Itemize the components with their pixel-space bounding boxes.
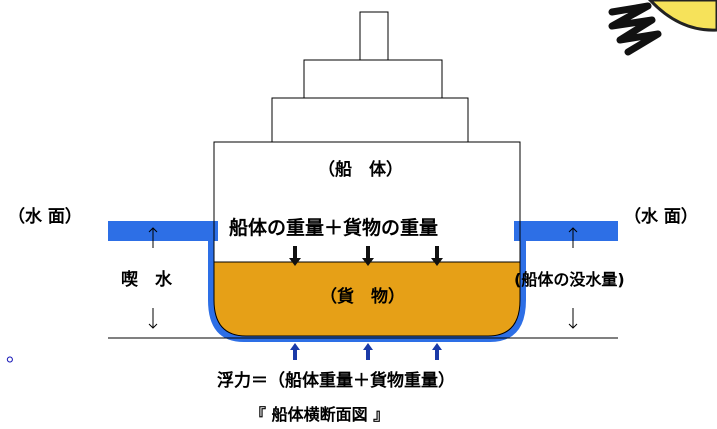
bullet-mark: 。 bbox=[6, 342, 26, 366]
water-surface-label-right: （水 面） bbox=[624, 207, 698, 227]
diagram-title: 『 船体横断面図 』 bbox=[250, 405, 390, 424]
weight-label: 船体の重量＋貨物の重量 bbox=[229, 217, 439, 239]
superstructure-upper-block bbox=[303, 59, 443, 99]
draft-arrow-right bbox=[568, 227, 578, 329]
draft-arrow-left bbox=[148, 227, 158, 329]
weight-arrows bbox=[289, 246, 443, 266]
hull-label: （船 体） bbox=[318, 160, 403, 180]
cargo-fill bbox=[214, 262, 520, 336]
draft-label: 喫 水 bbox=[121, 270, 172, 290]
cargo-label: （貨 物） bbox=[320, 287, 405, 307]
water-right bbox=[514, 221, 618, 241]
superstructure-top bbox=[359, 11, 389, 61]
corner-logo-icon bbox=[608, 0, 717, 56]
water-left bbox=[108, 221, 218, 241]
superstructure-middle-block bbox=[271, 97, 469, 143]
water-surface-label-left: （水 面） bbox=[8, 207, 82, 227]
buoyancy-label: 浮力＝（船体重量＋貨物重量） bbox=[217, 371, 455, 391]
hull-outline bbox=[213, 141, 521, 337]
buoyancy-arrows bbox=[290, 343, 442, 360]
displacement-label: (船体の没水量) bbox=[514, 270, 625, 289]
